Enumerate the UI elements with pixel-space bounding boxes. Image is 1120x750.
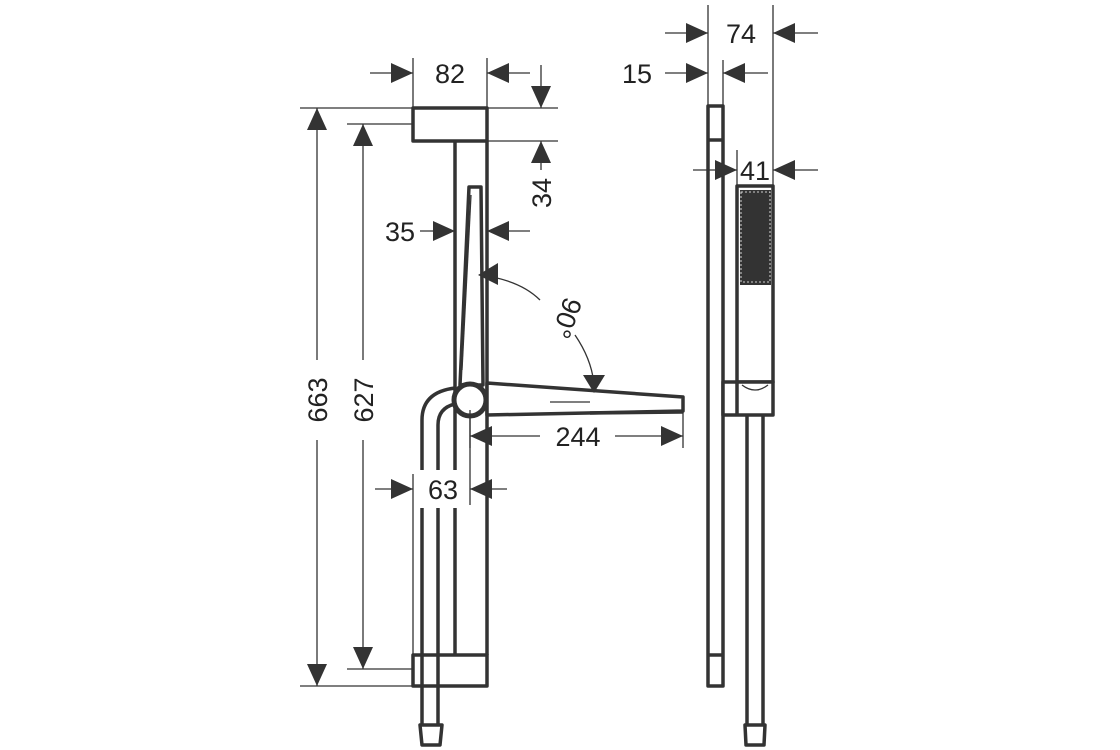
- dimension-244: 244: [469, 410, 684, 452]
- side-hose: [743, 415, 767, 747]
- dimension-34: 34: [487, 65, 558, 208]
- spray-face-icon: [740, 190, 771, 285]
- dimension-663: 663: [300, 107, 413, 687]
- top-wall-bracket: [411, 106, 489, 143]
- hose: [418, 386, 456, 747]
- bottom-wall-bracket: [411, 653, 489, 688]
- dimension-82: 82: [370, 58, 530, 108]
- shower-arm: [485, 381, 685, 417]
- dim-label-82: 82: [435, 59, 465, 89]
- hand-shower-front: [458, 185, 485, 387]
- dimension-627: 627: [347, 123, 413, 670]
- dim-label-15: 15: [622, 59, 652, 89]
- dim-label-74: 74: [726, 19, 756, 49]
- dim-label-244: 244: [555, 422, 600, 452]
- dimension-41: 41: [693, 150, 818, 186]
- side-rail: [706, 104, 725, 688]
- dim-label-41: 41: [740, 156, 770, 186]
- front-view: 663 627 82: [300, 58, 685, 747]
- dimension-63: 63: [375, 418, 507, 655]
- dimension-74: 74: [665, 5, 818, 186]
- side-view: 74 15 41: [622, 5, 818, 747]
- dim-label-663: 663: [303, 377, 333, 422]
- dim-label-35: 35: [385, 217, 415, 247]
- dimension-15: 15: [622, 59, 768, 106]
- dim-label-90-degrees: 90°: [545, 294, 587, 343]
- dim-label-627: 627: [349, 377, 379, 422]
- dimension-35: 35: [385, 217, 530, 247]
- dim-label-63: 63: [428, 475, 458, 505]
- dimension-angle-90: 90°: [478, 263, 605, 393]
- dim-label-34: 34: [527, 178, 557, 208]
